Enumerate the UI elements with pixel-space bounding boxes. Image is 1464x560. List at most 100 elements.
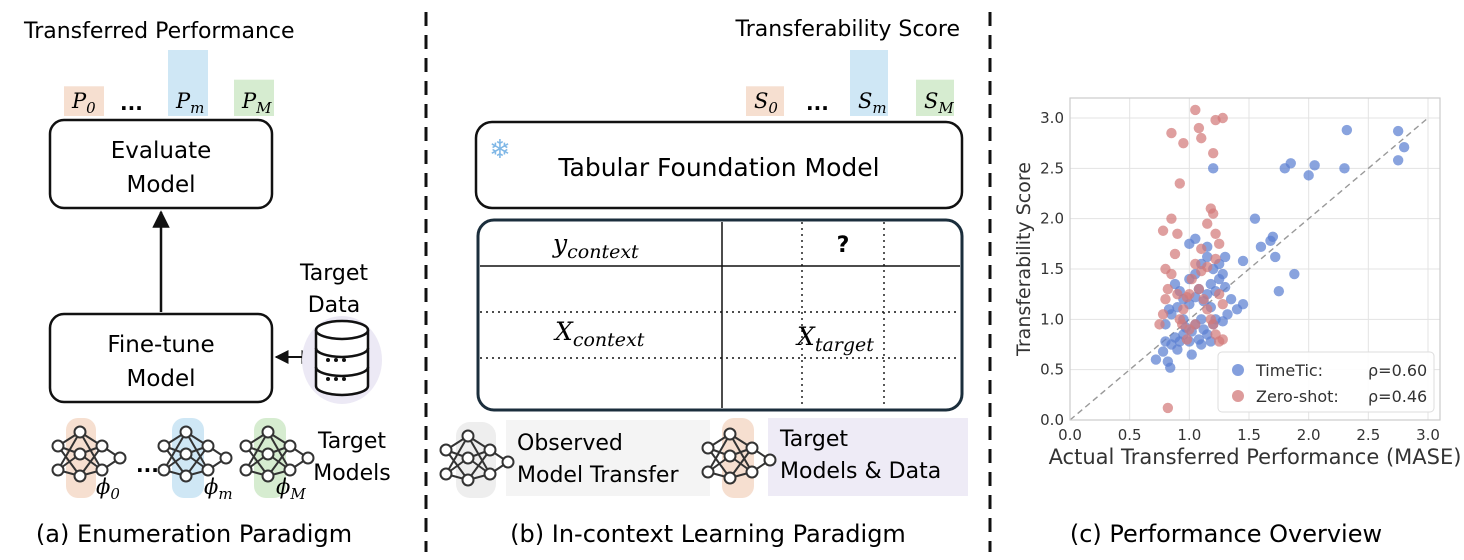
tabular-foundation-model-box [474,120,964,210]
series-1-point-22 [1210,228,1221,239]
legend-name-1: Zero-shot: [1256,387,1339,406]
series-1-point-27 [1193,283,1205,295]
phi-label-2: ϕM [276,475,306,503]
series-0-point-58 [1289,268,1300,280]
series-0-point-0 [1150,354,1162,365]
series-1-point-43 [1210,253,1221,265]
legend-marker-1 [1232,390,1244,402]
y-context-label: ycontext [552,229,639,263]
series-0-point-33 [1225,294,1237,305]
legend-box [1217,351,1435,413]
panel-b-caption: (b) In-context Learning Paradigm [510,520,906,548]
score-label-1: Sm [858,89,887,117]
series-1-point-0 [1162,402,1174,414]
table-dotted-grid [480,222,960,408]
series-1-point-3 [1160,294,1171,305]
series-0-point-63 [1392,125,1404,137]
series-1-point-34 [1217,334,1228,345]
series-1-point-2 [1157,309,1169,320]
x-tick-5: 2.5 [1356,426,1380,444]
phi-label-1: ϕm [204,475,233,503]
legend-name-0: TimeTic: [1255,361,1323,380]
perf-bar-2 [234,79,274,116]
y-tick-3: 1.5 [1040,260,1064,278]
target-models-line2: Models [313,461,391,486]
series-0-point-73 [1165,362,1176,373]
series-0-point-72 [1186,349,1197,360]
series-0-point-14 [1196,339,1207,350]
y-tick-5: 2.5 [1040,159,1064,177]
y-tick-1: 0.5 [1040,361,1064,379]
series-0-point-61 [1339,163,1350,174]
legend-rho-1: ρ=0.46 [1368,387,1427,406]
series-1-point-42 [1181,334,1193,345]
y-tick-2: 1.0 [1040,310,1064,328]
context-table [476,218,964,412]
panel-a-top-label: Transferred Performance [23,19,295,44]
x-target-label: Xtarget [795,322,874,356]
series-1-point-36 [1178,304,1189,315]
tabular-model-label: Tabular Foundation Model [557,153,879,182]
x-tick-4: 2.0 [1297,426,1321,444]
identity-diagonal [1069,117,1429,421]
series-1-point-44 [1213,288,1225,300]
series-0-point-44 [1219,251,1231,263]
series-1-point-48 [1172,288,1183,300]
series-0-point-51 [1255,241,1267,253]
snowflake-icon: ❄ [489,135,511,165]
perf-ellipsis: ... [120,91,143,115]
series-1-point-31 [1208,319,1219,330]
y-tick-6: 3.0 [1040,109,1064,127]
series-0-point-57 [1285,158,1296,169]
series-1-point-8 [1172,228,1183,239]
series-0-point-50 [1249,213,1261,224]
series-0-point-48 [1208,163,1219,174]
series-0-point-59 [1303,170,1314,181]
score-ellipsis: ... [806,91,829,115]
observed-line2: Model Transfer [517,463,679,488]
database-icon [302,316,382,404]
target-models-data-legend: Target Models & Data [701,418,968,498]
series-0-point-55 [1273,285,1285,297]
perf-bar-0 [64,86,104,116]
series-1-point-21 [1208,208,1219,219]
evaluate-line1: Evaluate [111,138,211,164]
series-1-point-6 [1160,263,1171,275]
series-1-point-12 [1178,137,1189,149]
series-1-point-14 [1190,104,1201,116]
score-label-0: S0 [754,89,778,117]
series-1-point-46 [1202,218,1213,229]
x-tick-0: 0.0 [1058,426,1082,444]
x-tick-1: 0.5 [1118,426,1142,444]
perf-label-0: P0 [71,89,96,117]
series-0-point-62 [1341,124,1353,136]
chart-frame [1069,97,1441,421]
series-0-point-70 [1222,309,1233,320]
query-question-mark: ? [837,233,850,258]
series-1-point-9 [1157,225,1169,236]
series-0-point-65 [1398,141,1410,153]
perf-label-2: PM [241,89,272,117]
series-1-point-35 [1181,291,1193,303]
evaluate-line2: Model [126,172,195,198]
finetune-line2: Model [126,366,195,392]
target-legend-line2: Models & Data [780,459,941,484]
series-0-point-1 [1157,346,1169,357]
target-data-line2: Data [308,293,361,318]
panel-b-top-label: Transferability Score [734,17,960,42]
panel-a-caption: (a) Enumeration Paradigm [36,520,352,548]
series-1-point-11 [1174,178,1185,189]
target-models-line1: Target [317,429,386,454]
chart-x-axis-label: Actual Transferred Performance (MASE) [1049,445,1462,469]
x-tick-2: 1.0 [1177,426,1201,444]
evaluate-model-box [48,118,274,210]
models-ellipsis: ... [136,453,159,477]
x-tick-3: 1.5 [1237,426,1261,444]
series-1-point-49 [1176,319,1188,330]
